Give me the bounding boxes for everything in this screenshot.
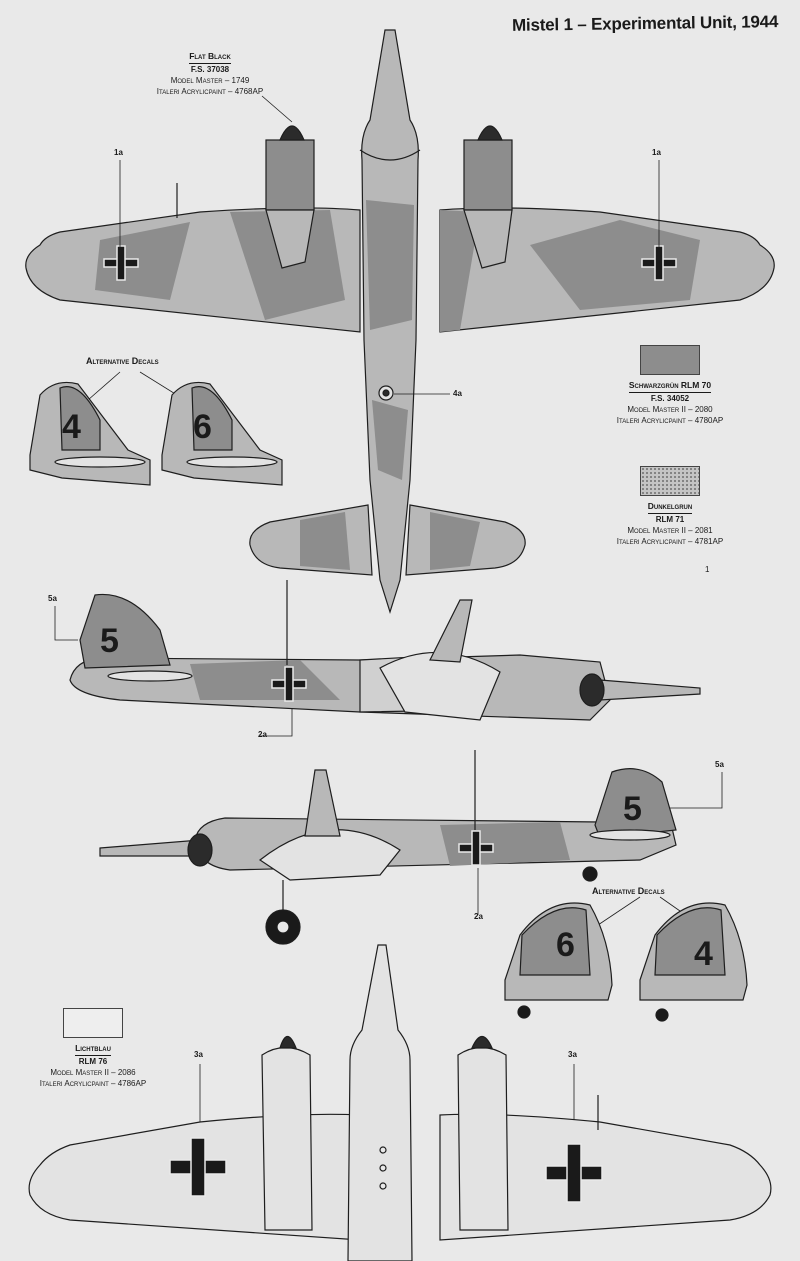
page-title: Mistel 1 – Experimental Unit, 1944 [511,12,779,35]
callout-5a-bottom: 5a [715,760,724,769]
paint-rlm70-name: Schwarzgrün RLM 70 [628,380,712,393]
paint-rlm71-italeri: Italeri Acrylicpaint – 4781AP [616,537,724,546]
side-view-right [99,750,677,945]
paint-rlm76-mm: Model Master II – 2086 [50,1068,136,1077]
paint-flat-black: Flat Black F.S. 37038 Model Master – 174… [140,51,280,97]
tail-code-top-right: 6 [193,408,212,446]
callout-3a-left: 3a [194,1050,203,1059]
paint-flat-black-name: Flat Black [189,51,231,64]
paint-rlm70: Schwarzgrün RLM 70 F.S. 34052 Model Mast… [590,345,750,426]
swatch-rlm71 [640,466,700,496]
alt-tail-4 [29,381,151,486]
alternative-decals-label-top: Alternative Decals [86,356,159,366]
paint-rlm71-name: Dunkelgrun [647,501,693,514]
paint-flat-black-mm: Model Master – 1749 [170,76,250,85]
paint-rlm71-mm: Model Master II – 2081 [627,526,713,535]
top-view [25,29,775,615]
callout-2a-top: 2a [258,730,267,739]
paint-rlm71-fs: RLM 71 [655,515,685,524]
tail-code-bottom-right: 4 [694,935,713,973]
tail-code-side-top: 5 [100,622,119,660]
paint-flat-black-italeri: Italeri Acrylicpaint – 4768AP [156,87,264,96]
alt-tail-6-lower [504,902,613,1019]
alternative-decals-label-bottom: Alternative Decals [592,886,665,896]
paint-flat-black-fs: F.S. 37038 [190,65,230,74]
alt-tail-4-lower [639,902,748,1022]
bottom-view [28,944,772,1261]
alt-tail-6 [161,381,283,486]
callout-2a-bottom: 2a [474,912,483,921]
paint-rlm76-name: Lichtblau [75,1043,111,1056]
paint-rlm70-mm: Model Master II – 2080 [627,405,713,414]
tail-code-top-left: 4 [62,408,81,446]
callout-3a-right: 3a [568,1050,577,1059]
paint-rlm76: Lichtblau RLM 76 Model Master II – 2086 … [18,1008,168,1089]
callout-1a-left: 1a [114,148,123,157]
callout-1a-right: 1a [652,148,661,157]
callout-5a-top: 5a [48,594,57,603]
paint-rlm71: Dunkelgrun RLM 71 Model Master II – 2081… [590,466,750,547]
tail-code-bottom-left: 6 [556,926,575,964]
tail-code-side-bottom: 5 [623,790,642,828]
swatch-rlm70 [640,345,700,375]
paint-rlm76-fs: RLM 76 [78,1057,108,1066]
paint-rlm76-italeri: Italeri Acrylicpaint – 4786AP [39,1079,147,1088]
paint-rlm70-italeri: Italeri Acrylicpaint – 4780AP [616,416,724,425]
balkenkreuz-left-wing [103,245,139,281]
callout-4a: 4a [453,389,462,398]
swatch-rlm76 [63,1008,123,1038]
paint-rlm70-fs: F.S. 34052 [650,394,690,403]
callout-1-small: 1 [705,565,710,574]
side-view-left [69,580,701,721]
